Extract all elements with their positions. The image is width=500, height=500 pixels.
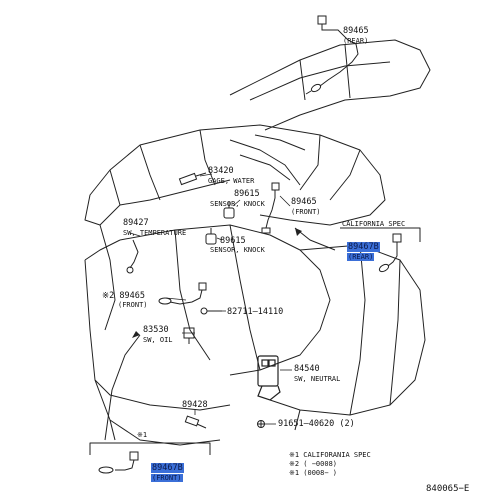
- part-89465-front-top-desc: (FRONT): [291, 208, 321, 216]
- part-89615-b-number: 89615: [220, 236, 246, 246]
- oil-switch-icon: [183, 327, 195, 344]
- part-89467b-front-desc-wrap: (FRONT): [151, 474, 183, 482]
- note1-bracket: [89, 442, 211, 455]
- part-83420-number: 83420: [208, 166, 234, 176]
- part-89467b-front-desc: (FRONT): [151, 474, 183, 482]
- water-gage-icon: [178, 172, 207, 186]
- part-89467b-rear-desc-wrap: (REAR): [347, 253, 375, 261]
- part-89615-a-number: 89615: [234, 189, 260, 199]
- part-89428-number: 89428: [182, 400, 208, 410]
- part-89427-number: 89427: [123, 218, 149, 228]
- oxygen-sensor-89467b-front-icon: [98, 451, 139, 474]
- engine-block-outline: [109, 124, 386, 226]
- part-89615-a-desc: SENSOR, KNOCK: [210, 200, 265, 208]
- oxygen-sensor-rear-icon: [305, 15, 359, 95]
- part-84540-number: 84540: [294, 364, 320, 374]
- neutral-switch-icon: [257, 355, 281, 401]
- part-89467b-rear-highlight[interactable]: 89467B: [347, 242, 380, 252]
- part-89467b-front-highlight[interactable]: 89467B: [151, 463, 184, 473]
- part-89465-rear-number: 89465: [343, 26, 369, 36]
- oxygen-sensor-front-top-icon: [261, 182, 280, 234]
- part-83530-number: 83530: [143, 325, 169, 335]
- part-89465-rear-desc: (REAR): [343, 37, 369, 45]
- bolt-icon: [257, 420, 265, 428]
- part-84540-desc: SW, NEUTRAL: [294, 375, 341, 383]
- california-spec-title: CALIFORNIA SPEC: [342, 220, 406, 228]
- knock-sensor-b-icon: [205, 228, 217, 245]
- exhaust-pipe-outline: [229, 39, 431, 131]
- leader-lines: [129, 173, 292, 425]
- part-83530-desc: SW, OIL: [143, 336, 173, 344]
- part-89467b-front-number[interactable]: 89467B: [151, 463, 184, 473]
- part-89615-b-desc: SENSOR, KNOCK: [210, 246, 265, 254]
- stud-icon: [200, 307, 222, 315]
- legend-line-2: ※2 ( −0008): [289, 460, 338, 468]
- part-82711-number: 82711—14110: [227, 307, 284, 317]
- part-89465-front-left-desc: (FRONT): [118, 301, 148, 309]
- sensor-89428-icon: [184, 415, 207, 429]
- part-89465-front-left-number: ※2 89465: [102, 291, 145, 301]
- part-83420-desc: GAGE, WATER: [208, 177, 255, 185]
- arrow-front-sensor: [104, 334, 141, 441]
- legend-line-1: ※1 CALIFORANIA SPEC: [289, 451, 371, 459]
- california-box-lines: [340, 227, 421, 242]
- temperature-switch-icon: [126, 239, 139, 274]
- part-89427-desc: SW, TEMPERATURE: [123, 229, 187, 237]
- oxygen-sensor-89467b-rear-icon: [378, 233, 402, 273]
- part-89467b-rear-desc: (REAR): [347, 253, 375, 261]
- note1-marker: ※1: [137, 431, 148, 439]
- engine-lower-outline: [119, 224, 331, 376]
- legend-line-3: ※1 (0008− ): [289, 469, 338, 477]
- knock-sensor-a-icon: [223, 202, 235, 219]
- figure-id: 840065−E: [426, 484, 470, 494]
- part-89467b-rear-number[interactable]: 89467B: [347, 242, 380, 252]
- oxygen-sensor-front-left-icon: [158, 282, 207, 305]
- part-89465-front-top-number: 89465: [291, 197, 317, 207]
- transmission-outline: [269, 244, 426, 416]
- part-91651-number: 91651—40620 (2): [278, 419, 355, 429]
